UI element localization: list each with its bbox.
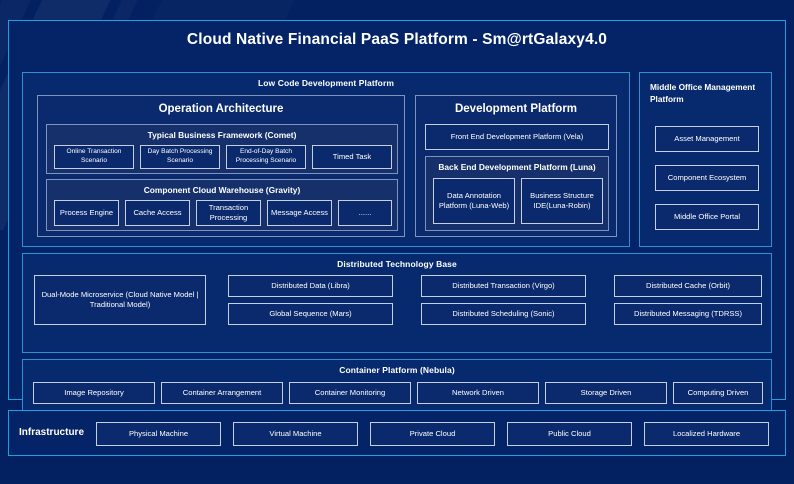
operation-architecture-title: Operation Architecture <box>158 103 284 115</box>
leaf-process-engine[interactable]: Process Engine <box>54 200 119 226</box>
container-platform-panel: Container Platform (Nebula) Image Reposi… <box>22 359 772 415</box>
leaf-storage-driven[interactable]: Storage Driven <box>545 382 667 404</box>
component-cloud-warehouse-group: Component Cloud Warehouse (Gravity) Proc… <box>46 179 398 231</box>
leaf-physical-machine[interactable]: Physical Machine <box>96 422 221 446</box>
leaf-business-structure-ide[interactable]: Business Structure IDE(Luna-Robin) <box>521 178 603 224</box>
container-platform-title: Container Platform (Nebula) <box>339 365 455 375</box>
platform-frame: Cloud Native Financial PaaS Platform - S… <box>8 20 786 415</box>
leaf-message-access[interactable]: Message Access <box>267 200 332 226</box>
leaf-private-cloud[interactable]: Private Cloud <box>370 422 495 446</box>
leaf-container-arrangement[interactable]: Container Arrangement <box>161 382 283 404</box>
leaf-online-transaction-scenario[interactable]: Online Transaction Scenario <box>54 145 134 169</box>
leaf-more-ellipsis[interactable]: ...... <box>338 200 392 226</box>
development-platform-panel: Development Platform Front End Developme… <box>415 95 617 237</box>
leaf-global-sequence[interactable]: Global Sequence (Mars) <box>228 303 393 325</box>
typical-business-framework-title: Typical Business Framework (Comet) <box>147 130 297 140</box>
leaf-day-batch-processing-scenario[interactable]: Day Batch Processing Scenario <box>140 145 220 169</box>
leaf-end-of-day-batch-processing[interactable]: End-of-Day Batch Processing Scenario <box>226 145 306 169</box>
leaf-dual-mode-microservice[interactable]: Dual-Mode Microservice (Cloud Native Mod… <box>34 275 206 325</box>
leaf-front-end-development-platform[interactable]: Front End Development Platform (Vela) <box>425 124 609 150</box>
leaf-computing-driven[interactable]: Computing Driven <box>673 382 763 404</box>
typical-business-framework-group: Typical Business Framework (Comet) Onlin… <box>46 124 398 174</box>
leaf-transaction-processing[interactable]: Transaction Processing <box>196 200 261 226</box>
leaf-localized-hardware[interactable]: Localized Hardware <box>644 422 769 446</box>
distributed-technology-base-panel: Distributed Technology Base Dual-Mode Mi… <box>22 253 772 353</box>
page-title: Cloud Native Financial PaaS Platform - S… <box>186 31 608 48</box>
leaf-middle-office-portal[interactable]: Middle Office Portal <box>655 204 759 230</box>
leaf-asset-management[interactable]: Asset Management <box>655 126 759 152</box>
leaf-distributed-cache[interactable]: Distributed Cache (Orbit) <box>614 275 762 297</box>
low-code-development-platform-panel: Low Code Development Platform Operation … <box>22 72 630 247</box>
leaf-distributed-data[interactable]: Distributed Data (Libra) <box>228 275 393 297</box>
infrastructure-label: Infrastructure <box>19 427 85 438</box>
leaf-distributed-scheduling[interactable]: Distributed Scheduling (Sonic) <box>421 303 586 325</box>
middle-office-panel-title: Middle Office Management Platform <box>650 82 756 104</box>
leaf-distributed-transaction[interactable]: Distributed Transaction (Virgo) <box>421 275 586 297</box>
middle-office-management-platform-panel: Middle Office Management Platform Asset … <box>639 72 772 247</box>
leaf-image-repository[interactable]: Image Repository <box>33 382 155 404</box>
leaf-public-cloud[interactable]: Public Cloud <box>507 422 632 446</box>
leaf-container-monitoring[interactable]: Container Monitoring <box>289 382 411 404</box>
operation-architecture-panel: Operation Architecture Typical Business … <box>37 95 405 237</box>
leaf-distributed-messaging[interactable]: Distributed Messaging (TDRSS) <box>614 303 762 325</box>
leaf-timed-task[interactable]: Timed Task <box>312 145 392 169</box>
infrastructure-frame: Infrastructure Physical Machine Virtual … <box>8 410 786 456</box>
leaf-component-ecosystem[interactable]: Component Ecosystem <box>655 165 759 191</box>
back-end-development-platform-title: Back End Development Platform (Luna) <box>438 162 596 172</box>
leaf-data-annotation-platform[interactable]: Data Annotation Platform (Luna-Web) <box>433 178 515 224</box>
development-platform-title: Development Platform <box>454 103 578 115</box>
distributed-technology-base-title: Distributed Technology Base <box>337 259 457 269</box>
component-cloud-warehouse-title: Component Cloud Warehouse (Gravity) <box>143 185 301 195</box>
low-code-panel-title: Low Code Development Platform <box>257 78 395 88</box>
leaf-cache-access[interactable]: Cache Access <box>125 200 190 226</box>
back-end-development-platform-group: Back End Development Platform (Luna) Dat… <box>425 156 609 231</box>
leaf-virtual-machine[interactable]: Virtual Machine <box>233 422 358 446</box>
leaf-network-driven[interactable]: Network Driven <box>417 382 539 404</box>
